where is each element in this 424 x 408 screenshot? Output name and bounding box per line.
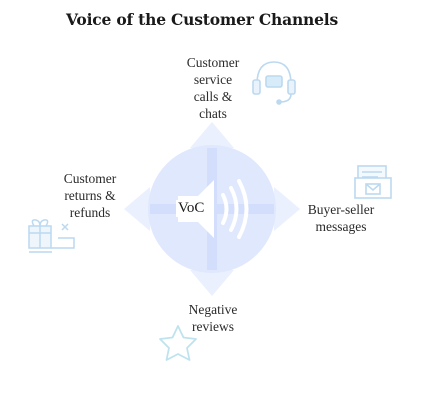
channel-label-negative-reviews: Negative reviews xyxy=(188,302,238,334)
star-icon xyxy=(159,325,197,361)
headset-icon xyxy=(252,61,296,105)
hub-label: VoC xyxy=(176,200,207,217)
arrow-right xyxy=(274,187,300,231)
channel-label-buyer-seller: Buyer-seller messages xyxy=(307,202,375,234)
channel-label-returns: Customer returns & refunds xyxy=(63,171,117,220)
arrow-down xyxy=(190,270,234,296)
channel-label-service-calls: Customer service calls & chats xyxy=(186,55,240,121)
direction-arrows xyxy=(124,122,300,296)
gift-box-icon xyxy=(28,219,75,253)
diagram-title: Voice of the Customer Channels xyxy=(66,10,338,29)
arrow-up xyxy=(190,122,234,148)
arrow-left xyxy=(124,187,150,231)
mailbox-icon xyxy=(354,165,392,199)
